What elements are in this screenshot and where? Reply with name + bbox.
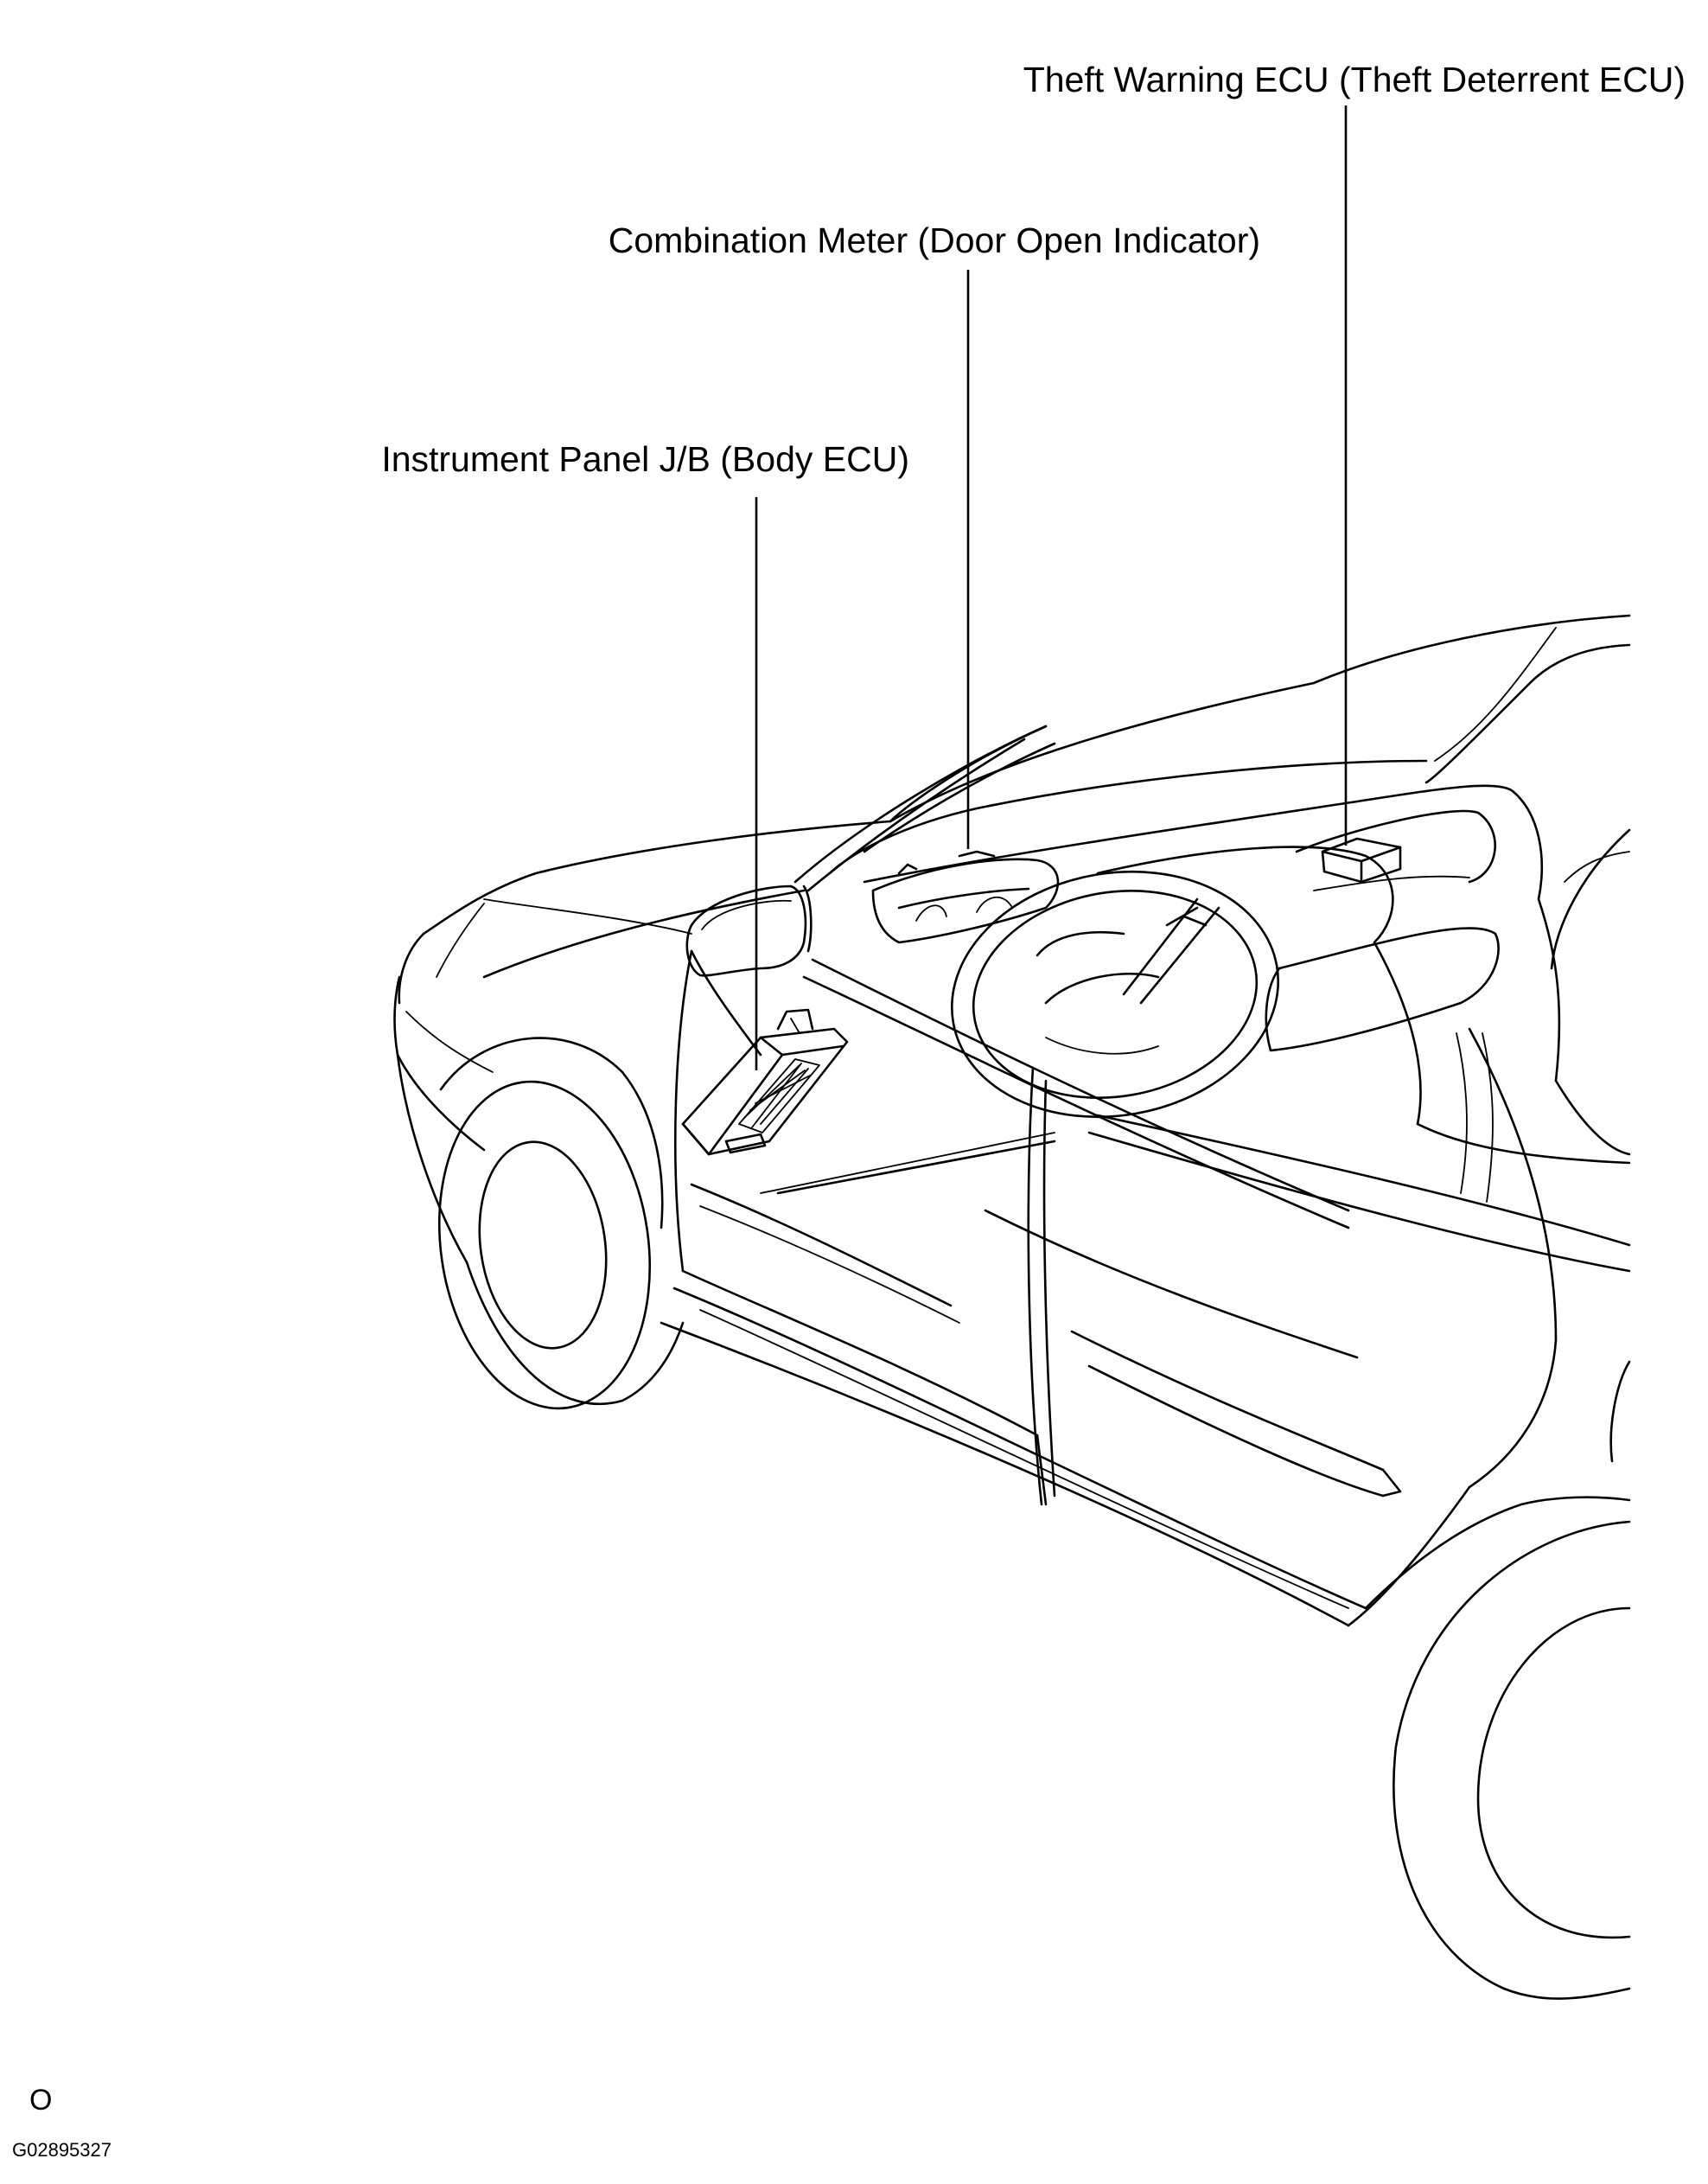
steering-wheel (951, 870, 1279, 1119)
figure-code: G02895327 (12, 2139, 112, 2161)
instrument-panel-jb-label: Instrument Panel J/B (Body ECU) (381, 439, 909, 479)
combination-meter (871, 850, 1060, 944)
theft-warning-ecu-label: Theft Warning ECU (Theft Deterrent ECU) (1023, 60, 1686, 99)
connector-grid (738, 1058, 820, 1134)
combination-meter-label: Combination Meter (Door Open Indicator) (609, 220, 1260, 260)
side-mirror (685, 884, 813, 977)
car-body (393, 614, 1631, 2000)
instrument-panel-jb (681, 1008, 849, 1156)
theft-warning-ecu (1321, 837, 1402, 884)
footer-mark: O (29, 2084, 52, 2117)
